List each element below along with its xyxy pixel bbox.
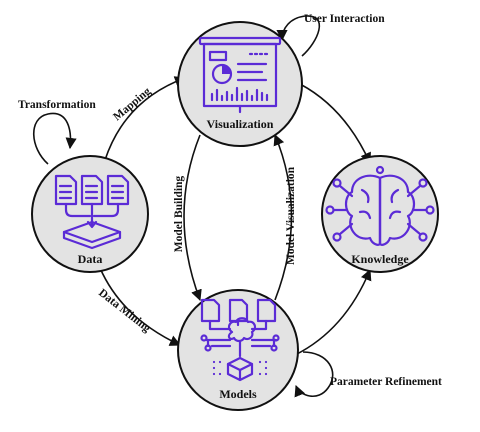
node-knowledge-title: Knowledge bbox=[351, 252, 409, 266]
node-data-title: Data bbox=[78, 252, 103, 266]
edge-user-interaction bbox=[276, 15, 321, 57]
node-data: Data bbox=[31, 155, 149, 273]
edge-models-knowledge bbox=[294, 268, 372, 356]
label-transformation: Transformation bbox=[18, 99, 96, 111]
brain-network-icon bbox=[325, 165, 435, 246]
node-knowledge: Knowledge bbox=[321, 155, 439, 273]
edge-parameter-refinement bbox=[294, 351, 334, 398]
node-models: Models bbox=[177, 289, 299, 411]
node-visualization-title: Visualization bbox=[207, 117, 274, 131]
edge-visualization-knowledge bbox=[299, 83, 371, 165]
label-user-interaction: User Interaction bbox=[304, 13, 385, 25]
label-data-mining: Data Mining bbox=[96, 287, 153, 335]
documents-brain-cube-icon bbox=[200, 298, 280, 382]
edge-model-building bbox=[183, 134, 202, 302]
label-model-building: Model Building bbox=[173, 176, 185, 253]
node-models-title: Models bbox=[219, 387, 257, 401]
node-visualization: Visualization bbox=[177, 21, 303, 147]
documents-to-box-icon bbox=[54, 174, 130, 250]
presentation-board-icon bbox=[198, 36, 282, 114]
label-model-visualization: Model Visualization bbox=[285, 166, 297, 265]
edge-data-mining bbox=[99, 267, 182, 346]
edge-transformation bbox=[33, 112, 77, 165]
label-mapping: Mapping bbox=[111, 85, 153, 123]
label-parameter-refinement: Parameter Refinement bbox=[330, 376, 442, 388]
edge-mapping bbox=[104, 76, 187, 161]
edge-model-visualization bbox=[273, 133, 293, 301]
